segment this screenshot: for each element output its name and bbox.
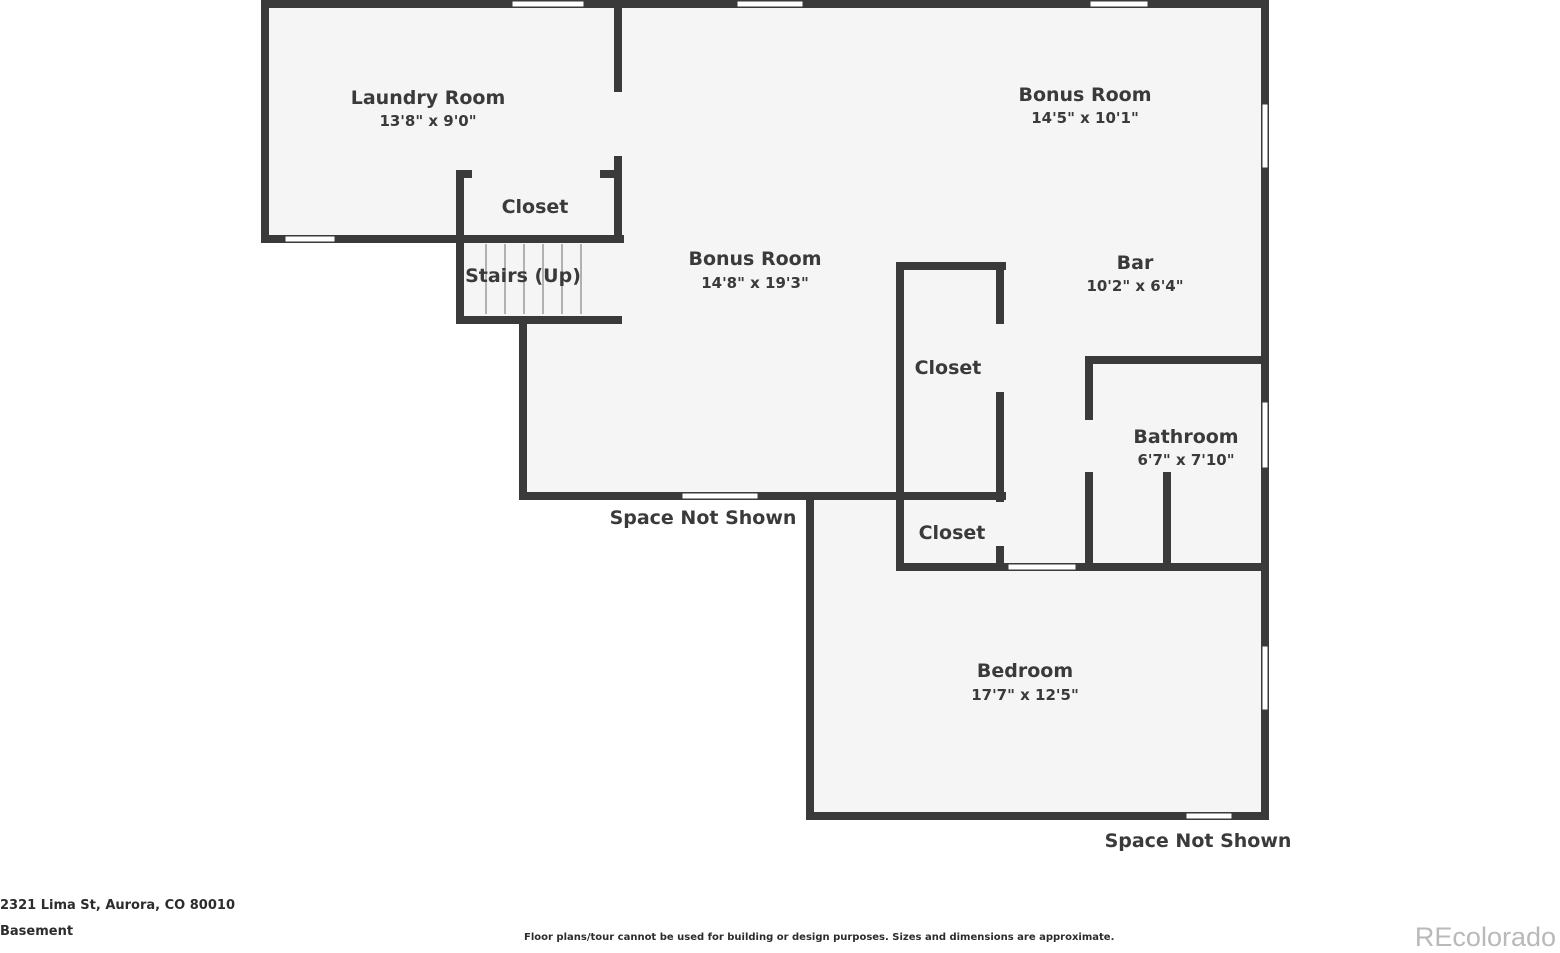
- laundry-room-name: Laundry Room: [351, 87, 506, 109]
- bathroom-name: Bathroom: [1133, 426, 1238, 448]
- bathroom-dims: 6'7" x 7'10": [1137, 451, 1234, 469]
- bar-dims: 10'2" x 6'4": [1086, 277, 1183, 295]
- bedroom-dims: 17'7" x 12'5": [971, 686, 1079, 704]
- bonus-room-top-dims: 14'5" x 10'1": [1031, 109, 1139, 127]
- closet-mid-name: Closet: [915, 357, 982, 379]
- space-not-shown-2: Space Not Shown: [1105, 830, 1292, 852]
- stairs-label: Stairs (Up): [465, 265, 581, 287]
- walls: [261, 0, 1269, 820]
- brand-watermark: REcolorado: [1414, 922, 1556, 952]
- space-not-shown-1: Space Not Shown: [610, 507, 797, 529]
- closet-small-name: Closet: [919, 522, 986, 544]
- floor-level: Basement: [0, 924, 74, 939]
- bonus-room-top-name: Bonus Room: [1018, 84, 1151, 106]
- bar-name: Bar: [1117, 252, 1154, 274]
- bedroom-name: Bedroom: [977, 660, 1073, 682]
- property-address: 2321 Lima St, Aurora, CO 80010: [0, 898, 235, 913]
- bonus-room-main-name: Bonus Room: [688, 248, 821, 270]
- floor-fill: [265, 4, 1265, 816]
- stair-treads: [485, 244, 582, 314]
- openings: [284, 0, 1269, 820]
- bonus-room-main-dims: 14'8" x 19'3": [701, 274, 809, 292]
- closet-laundry-name: Closet: [502, 196, 569, 218]
- disclaimer: Floor plans/tour cannot be used for buil…: [524, 932, 1115, 943]
- laundry-room-dims: 13'8" x 9'0": [379, 112, 476, 130]
- door-gaps: [472, 92, 1093, 546]
